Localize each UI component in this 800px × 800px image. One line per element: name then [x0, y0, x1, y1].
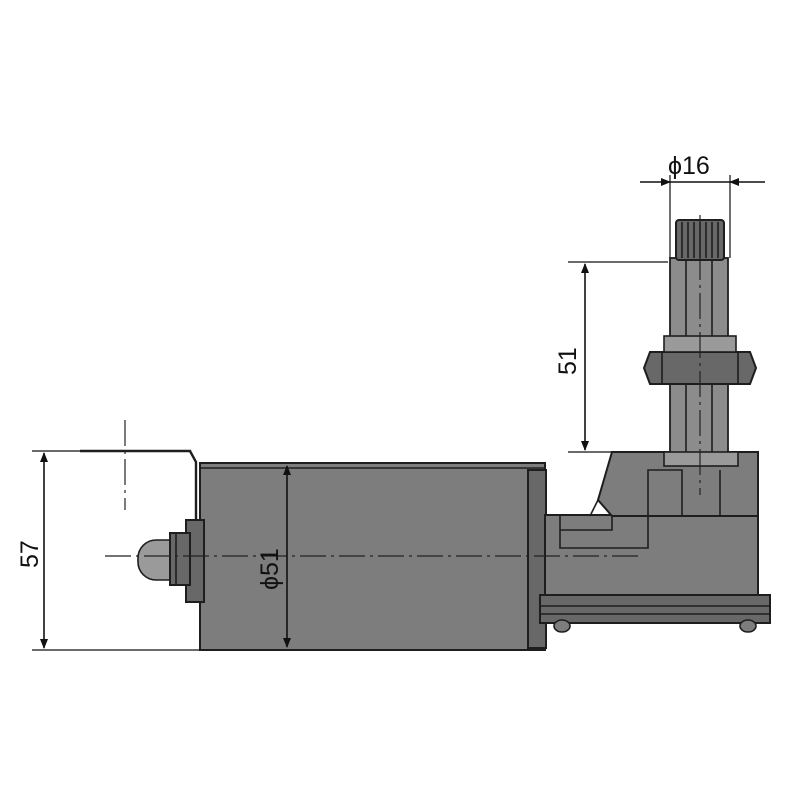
overall-height-label: 57	[16, 540, 44, 568]
body-diameter-label: ϕ51	[256, 548, 284, 590]
shaft-diameter-dimension: ϕ16	[640, 152, 765, 258]
shaft-length-label: 51	[554, 347, 582, 375]
body-diameter-dimension: ϕ51	[256, 465, 291, 648]
shaft-diameter-label: ϕ16	[668, 152, 710, 180]
end-cap-bracket	[80, 449, 205, 603]
gearbox-housing	[539, 451, 771, 633]
output-shaft	[642, 257, 758, 467]
shaft-length-dimension: 51	[554, 261, 668, 453]
center-lines	[105, 215, 701, 557]
overall-height-dimension: 57	[16, 450, 200, 651]
